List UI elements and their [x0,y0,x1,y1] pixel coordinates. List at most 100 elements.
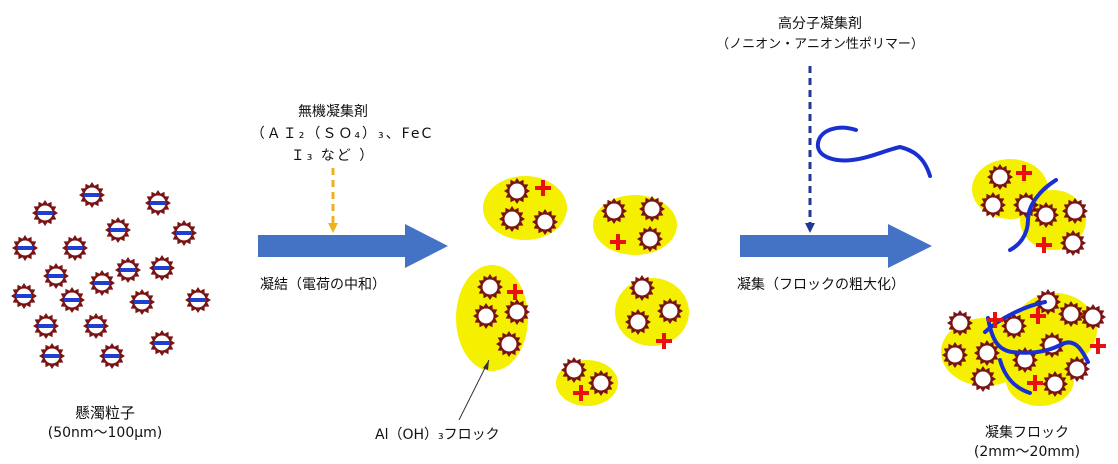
neutral-particle [1080,304,1106,330]
negative-particle [149,255,175,281]
positive-charge [573,385,589,401]
negative-charge [84,193,100,197]
negative-particle [89,270,115,296]
negative-charge [37,211,53,215]
neutral-particle [1064,356,1090,382]
negative-particle [171,220,197,246]
aggregated-floc-size: (2mm～20mm) [973,444,1081,460]
negative-charge [104,354,120,358]
negative-charge [64,298,80,302]
positive-charge [1090,338,1106,354]
neutral-particle [496,331,522,357]
coagulant-formula-line1: （ＡＩ₂（ＳＯ₄）₃、FeC [250,126,434,142]
negative-charge [120,268,136,272]
neutral-particle [1042,371,1068,397]
neutral-particle [987,164,1013,190]
suspended-particles-size: (50nm～100μm) [47,425,163,441]
negative-charge [44,354,60,358]
neutral-particle [1058,301,1084,327]
negative-charge [154,341,170,345]
floc-pointer-line [458,359,490,421]
positive-charge [656,333,672,349]
negative-charge [88,324,104,328]
flocculant-type: （ノニオン・アニオン性ポリマー） [716,37,924,52]
flocculation-label: 凝集（フロックの粗大化） [737,277,905,293]
charges-layer [507,165,1106,401]
polymer-strand [983,300,1090,395]
negative-charge [48,274,64,278]
negative-particle [59,287,85,313]
negative-particle [43,263,69,289]
negative-particle [32,200,58,226]
positive-charge [1030,308,1046,324]
negative-particle [145,190,171,216]
neutral-particle [504,178,530,204]
neutral-particle [942,342,968,368]
neutral-particle [588,370,614,396]
neutral-particle [601,198,627,224]
negative-charge [94,281,110,285]
negative-charge [190,298,206,302]
negative-charge [38,324,54,328]
neutral-particle [1060,230,1086,256]
neutral-particle [625,309,651,335]
neutral-particle [629,275,655,301]
polymer-strand [815,125,932,178]
aggregated-floc-title: 凝集フロック [985,425,1069,441]
negative-charge [150,201,166,205]
neutral-particle [974,340,1000,366]
neutral-particle [504,299,530,325]
neutral-particle [1062,198,1088,224]
negative-particle [129,289,155,315]
positive-charge [507,284,523,300]
negative-particle [185,287,211,313]
negative-charge [176,231,192,235]
negative-particle [105,217,131,243]
negative-particle [115,257,141,283]
negative-charge [134,300,150,304]
positive-charge [610,234,626,250]
neutral-particle [637,226,663,252]
neutral-particle [561,357,587,383]
negative-particle [39,343,65,369]
negative-charge [110,228,126,232]
neutral-particle [639,196,665,222]
negative-particle [33,313,59,339]
neutral-particle [532,209,558,235]
polymer-strand [1008,178,1058,252]
coagulation-arrow [258,224,448,268]
coagulation-label: 凝結（電荷の中和） [260,277,386,293]
neutral-particle [1035,289,1061,315]
neutral-particle [980,192,1006,218]
neutral-particle [477,274,503,300]
negative-particle [11,283,37,309]
neutral-particle [1001,313,1027,339]
positive-charge [1027,375,1043,391]
neutral-particle [473,303,499,329]
negative-particle [83,313,109,339]
suspended-particles-title: 懸濁粒子 [74,404,135,422]
coagulant-title: 無機凝集剤 [298,104,368,120]
flocculation-arrow [740,224,932,268]
negative-particle [79,182,105,208]
neutral-particle [970,366,996,392]
negative-particle [62,235,88,261]
positive-charge [535,180,551,196]
positive-charge [1036,237,1052,253]
negative-charge [17,246,33,250]
floc-pointer-head [483,360,489,370]
negative-charge [16,294,32,298]
particles-layer [11,164,1106,397]
neutral-particle [499,206,525,232]
flocculant-title: 高分子凝集剤 [778,16,862,32]
negative-particle [99,343,125,369]
positive-charge [987,312,1003,328]
coagulant-formula-line2: Ｉ₃ など ） [290,148,376,164]
negative-particle [12,235,38,261]
positive-charge [1016,165,1032,181]
negative-particle [149,330,175,356]
hydroxide-floc-label: Al（OH）₃フロック [375,427,500,443]
neutral-particle [1033,202,1059,228]
neutral-particle [657,298,683,324]
